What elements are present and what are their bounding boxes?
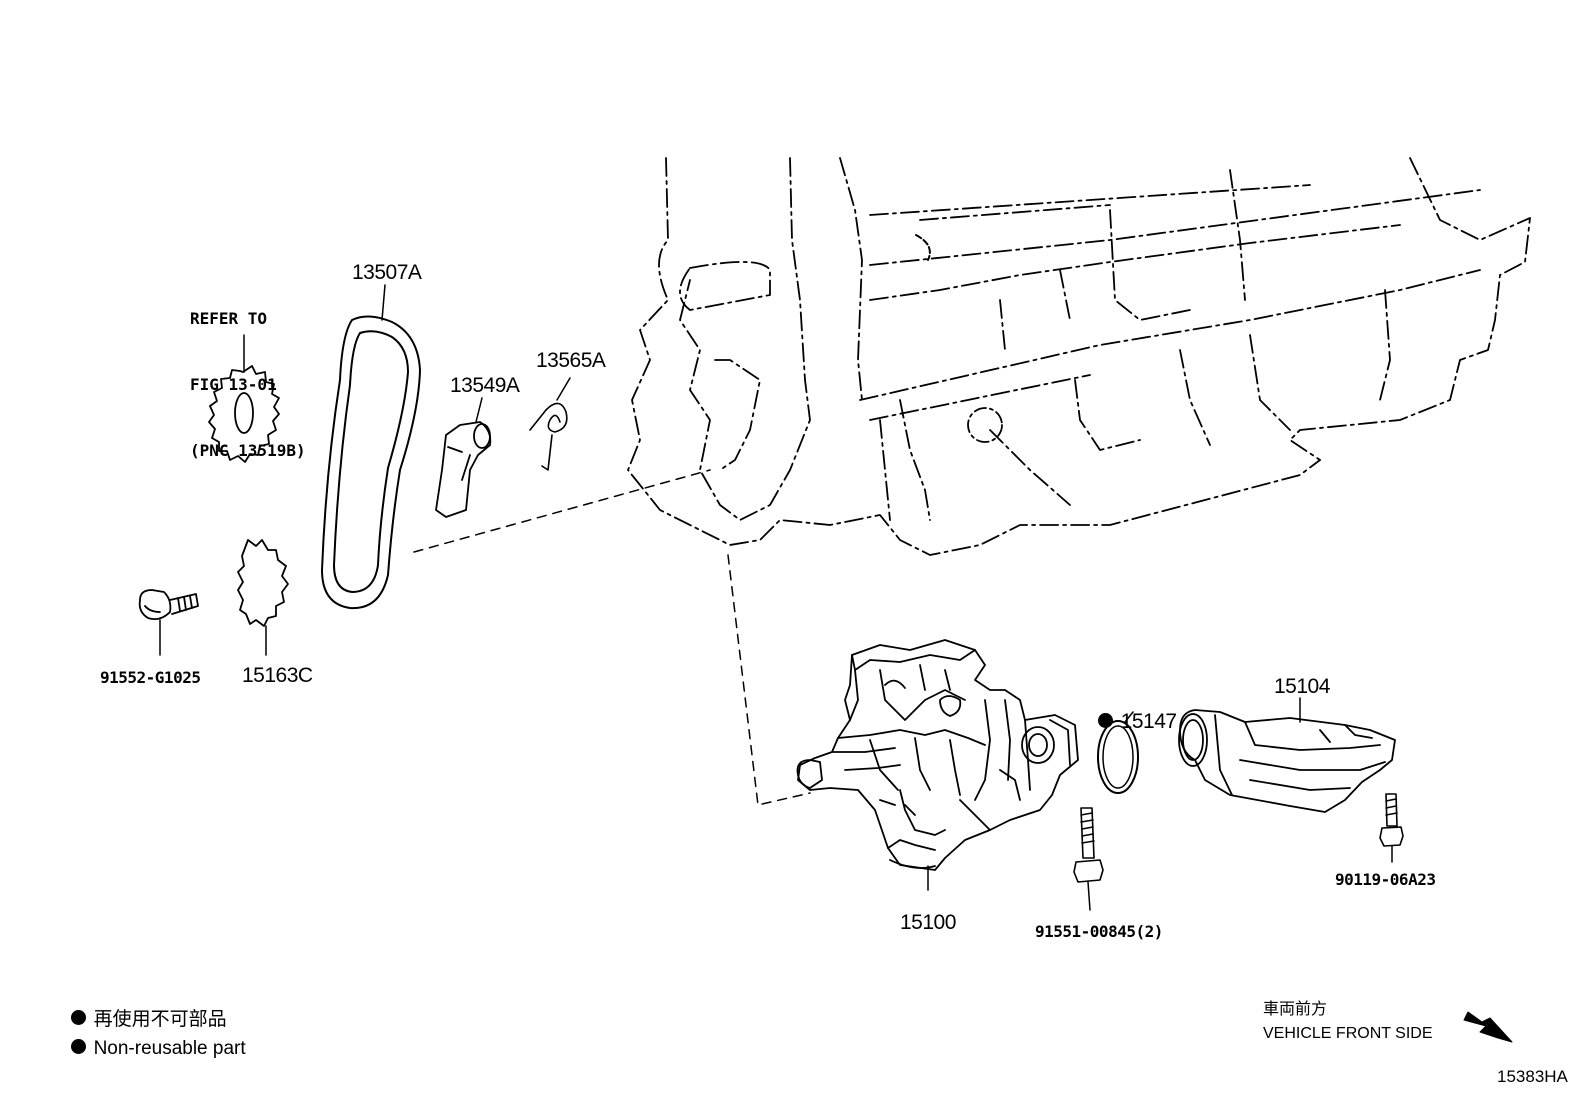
camshaft-sprocket-icon [208, 365, 280, 463]
refer-note-line-1: REFER TO [190, 309, 268, 328]
refer-note-line-3: (PNC 13519B) [190, 441, 306, 460]
front-arrow-icon [1463, 1011, 1513, 1043]
legend-en: Non-reusable part [60, 1020, 246, 1058]
label-15147: 15147 [1087, 690, 1177, 732]
sprocket-bolt-icon [138, 589, 199, 621]
strainer-bolt-icon [1379, 793, 1404, 847]
oil-strainer-icon [1178, 709, 1396, 813]
label-13549A: 13549A [450, 374, 520, 397]
legend-jp-text: 再使用不可部品 [93, 1009, 227, 1030]
label-91551-00845: 91551-00845(2) [1035, 922, 1163, 941]
label-15104: 15104 [1274, 675, 1330, 698]
label-13565A: 13565A [536, 349, 606, 372]
o-ring-icon [1097, 720, 1139, 794]
label-15163C: 15163C [242, 664, 313, 687]
direction-en: VEHICLE FRONT SIDE [1263, 1025, 1433, 1042]
legend-dot-icon [70, 1039, 86, 1055]
oil-pump-bolt-icon [1073, 807, 1104, 883]
direction-jp: 車両前方 [1263, 1001, 1328, 1018]
label-90119-06A23: 90119-06A23 [1335, 870, 1436, 889]
legend-dot-icon [70, 1010, 86, 1026]
refer-note-line-2: FIG 13-01 [190, 375, 277, 394]
legend-jp: 再使用不可部品 [60, 991, 227, 1029]
label-15100: 15100 [900, 911, 956, 934]
label-13507A: 13507A [352, 261, 422, 284]
label-91552-G1025: 91552-G1025 [100, 668, 201, 687]
tension-spring-icon [529, 402, 568, 471]
figure-id: 15383HA [1497, 1067, 1568, 1086]
timing-chain-icon [321, 315, 421, 610]
oil-pump-assembly-icon [796, 639, 1079, 871]
refer-note: REFER TO FIG 13-01 (PNC 13519B) [190, 264, 306, 484]
chain-tensioner-icon [435, 421, 492, 518]
engine-block-outline [627, 157, 1531, 556]
non-reusable-dot-icon [1097, 712, 1113, 728]
crankshaft-sprocket-icon [237, 539, 289, 627]
label-15147-text: 15147 [1120, 710, 1177, 733]
legend-en-text: Non-reusable part [93, 1038, 246, 1059]
